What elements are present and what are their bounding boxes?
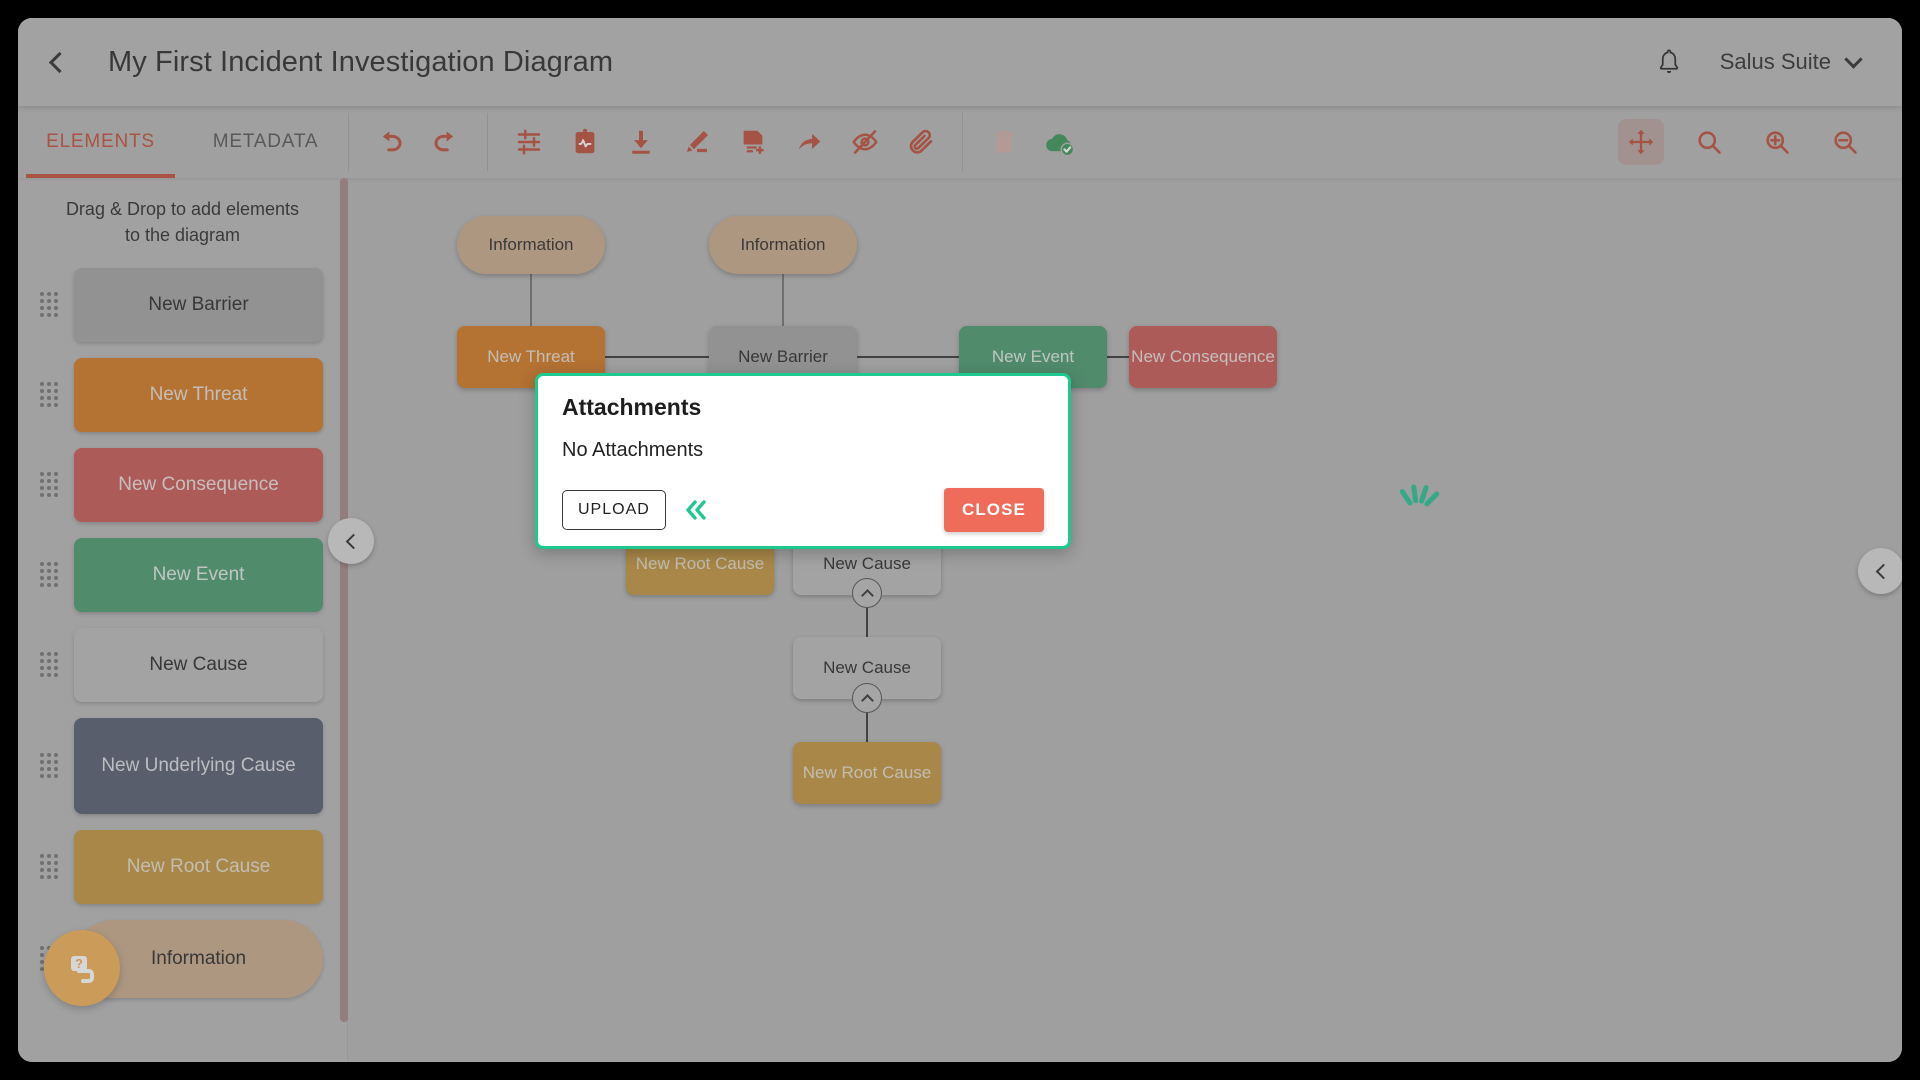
cloud-saved-icon[interactable] [1037, 119, 1083, 165]
toolbar-divider [348, 113, 349, 171]
pan-move-icon[interactable] [1618, 119, 1664, 165]
element-card[interactable]: New Barrier [74, 268, 323, 342]
hide-eye-icon[interactable] [842, 119, 888, 165]
element-card[interactable]: New Event [74, 538, 323, 612]
dialog-title: Attachments [562, 394, 702, 420]
edge-event-consequence [1107, 356, 1131, 358]
edge-cause1-cause2 [866, 595, 868, 639]
new-document-icon[interactable] [730, 119, 776, 165]
left-panel-scrollbar[interactable] [340, 178, 348, 1022]
diagram-node-root2[interactable]: New Root Cause [793, 742, 941, 804]
drag-handle-dots-icon[interactable] [40, 292, 62, 318]
view-tools [1618, 119, 1902, 165]
edge-info1-threat [530, 274, 532, 326]
redo-icon[interactable] [423, 119, 469, 165]
drag-handle-dots-icon[interactable] [40, 562, 62, 588]
help-chat-icon[interactable]: ? [44, 930, 120, 1006]
element-card[interactable]: New Cause [74, 628, 323, 702]
incident-report-icon[interactable] [562, 119, 608, 165]
element-row: New Event [18, 530, 347, 620]
drag-handle-dots-icon[interactable] [40, 753, 62, 779]
toolbar: ELEMENTS METADATA [18, 106, 1902, 178]
double-chevron-left-icon[interactable] [682, 497, 712, 523]
panel-tabs: ELEMENTS METADATA [18, 106, 348, 178]
diagram-node-info1[interactable]: Information [457, 216, 605, 274]
undo-icon[interactable] [367, 119, 413, 165]
svg-text:?: ? [75, 956, 83, 971]
page-title: My First Incident Investigation Diagram [108, 45, 614, 78]
edge-info2-barrier [782, 274, 784, 326]
edge-cause2-root2 [866, 699, 868, 744]
element-card[interactable]: New Underlying Cause [74, 718, 323, 814]
search-icon[interactable] [1686, 119, 1732, 165]
element-row: New Underlying Cause [18, 710, 347, 822]
dialog-footer: UPLOAD CLOSE [538, 488, 1068, 532]
element-card[interactable]: New Consequence [74, 448, 323, 522]
account-label: Salus Suite [1719, 49, 1831, 74]
collapse-left-panel-button[interactable] [328, 518, 374, 564]
drag-handle-dots-icon[interactable] [40, 382, 62, 408]
element-row: New Consequence [18, 440, 347, 530]
drag-drop-hint: Drag & Drop to add elements to the diagr… [65, 199, 300, 246]
diagram-node-threat[interactable]: New Threat [457, 326, 605, 388]
history-tools [349, 119, 487, 165]
delete-trash-icon[interactable] [981, 119, 1027, 165]
header-actions: Salus Suite [1646, 39, 1902, 85]
collapse-right-panel-button[interactable] [1858, 548, 1902, 594]
toolbar-divider [962, 113, 963, 171]
settings-sliders-icon[interactable] [506, 119, 552, 165]
edit-pencil-icon[interactable] [674, 119, 720, 165]
element-row: New Threat [18, 350, 347, 440]
attachments-dialog: Attachments No Attachments UPLOAD CLOSE [535, 373, 1071, 549]
upload-button[interactable]: UPLOAD [562, 490, 666, 530]
notification-bell-icon[interactable] [1646, 39, 1692, 85]
diagram-node-info2[interactable]: Information [709, 216, 857, 274]
diagram-node-conseq[interactable]: New Consequence [1129, 326, 1277, 388]
node-collapse-toggle[interactable] [852, 683, 882, 713]
toolbar-divider [487, 113, 488, 171]
attachment-clip-icon[interactable] [898, 119, 944, 165]
node-collapse-toggle[interactable] [852, 578, 882, 608]
tab-elements[interactable]: ELEMENTS [18, 106, 183, 178]
element-row: New Root Cause [18, 822, 347, 912]
edit-tools [488, 119, 962, 165]
app-header: My First Incident Investigation Diagram … [18, 18, 1902, 106]
drag-handle-dots-icon[interactable] [40, 652, 62, 678]
zoom-out-icon[interactable] [1822, 119, 1868, 165]
drag-handle-dots-icon[interactable] [40, 854, 62, 880]
edge-threat-barrier [605, 356, 709, 358]
application-window: My First Incident Investigation Diagram … [18, 18, 1902, 1062]
dialog-body-text: No Attachments [562, 439, 704, 461]
download-icon[interactable] [618, 119, 664, 165]
edge-barrier-event [857, 356, 961, 358]
zoom-in-icon[interactable] [1754, 119, 1800, 165]
account-menu[interactable]: Salus Suite [1700, 43, 1866, 81]
drag-handle-dots-icon[interactable] [40, 472, 62, 498]
close-button[interactable]: CLOSE [943, 488, 1044, 532]
element-card[interactable]: New Threat [74, 358, 323, 432]
element-card[interactable]: New Root Cause [74, 830, 323, 904]
element-row: New Cause [18, 620, 347, 710]
tab-metadata[interactable]: METADATA [212, 131, 319, 152]
share-arrow-icon[interactable] [786, 119, 832, 165]
document-tools [963, 119, 1101, 165]
element-row: New Barrier [18, 260, 347, 350]
